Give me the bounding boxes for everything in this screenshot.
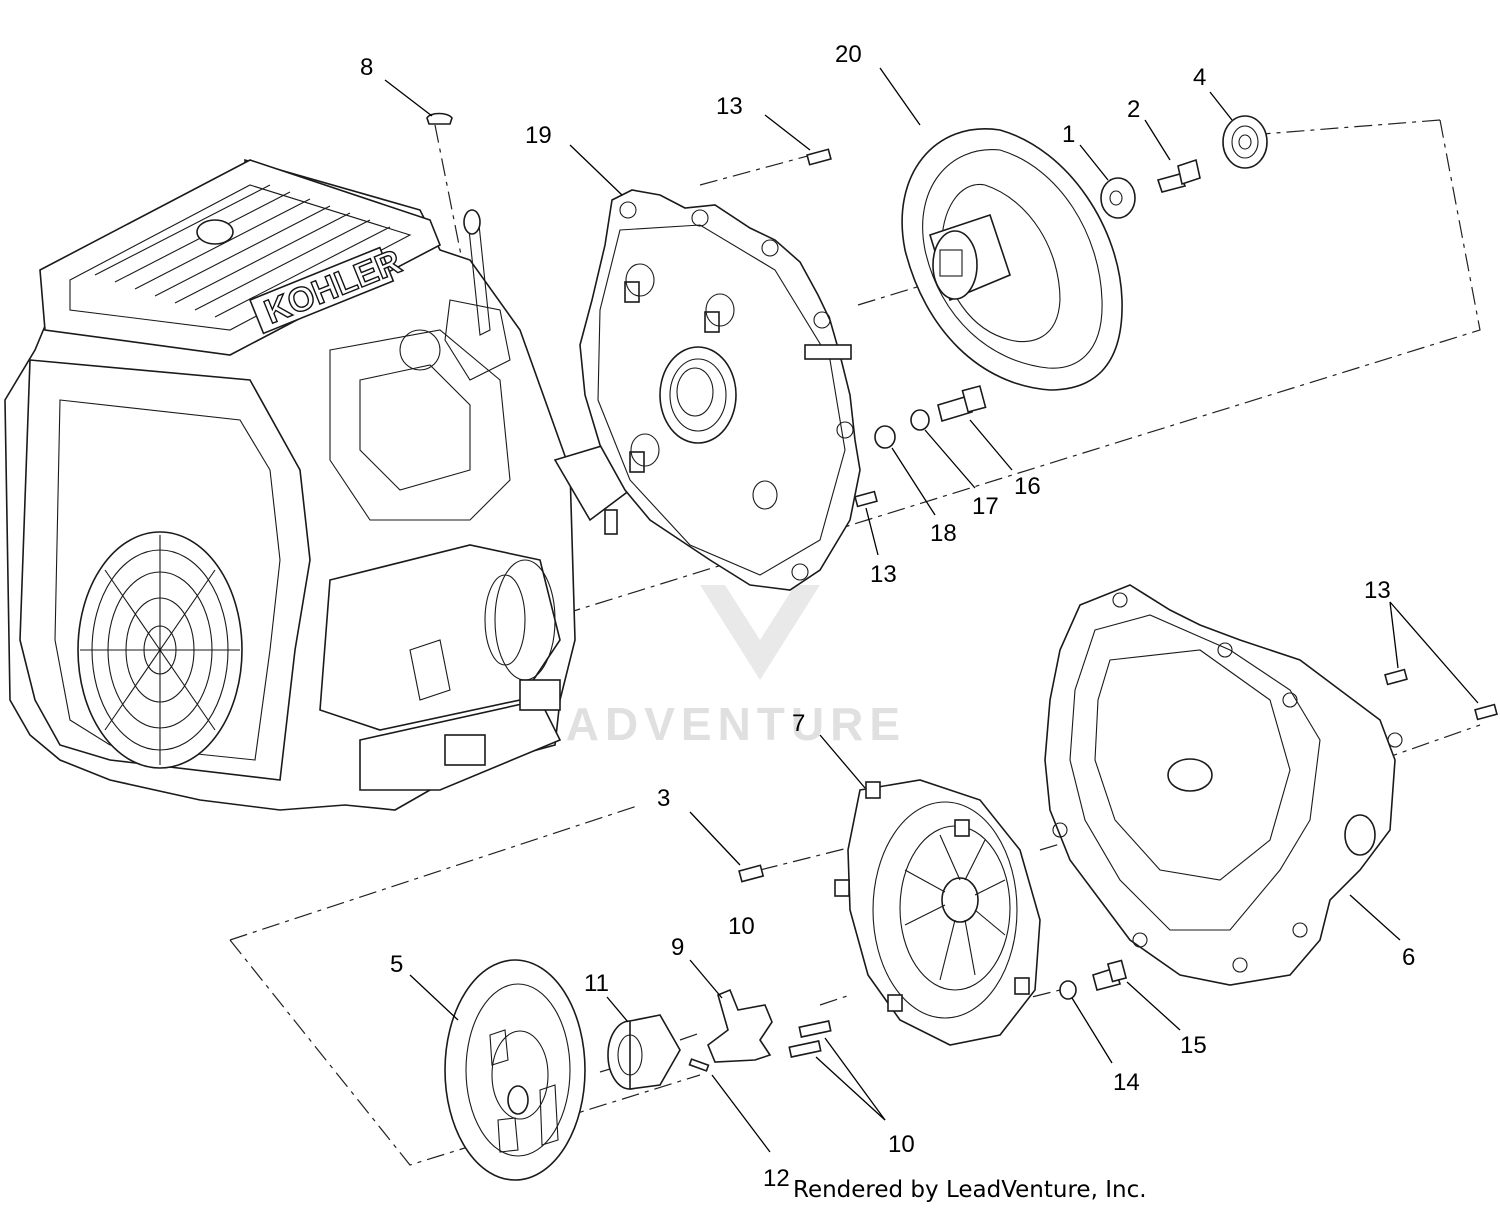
callout-17: 17: [972, 493, 999, 520]
callout-8: 8: [360, 54, 373, 81]
part-12-pin: [688, 1058, 710, 1072]
part-15-bolt: [1092, 959, 1128, 991]
callout-5: 5: [390, 951, 403, 978]
part-19-adapter-plate: [579, 189, 861, 591]
part-18-flat-washer: [874, 425, 896, 449]
callout-1: 1: [1062, 121, 1075, 148]
watermark-text: LEADVENTURE: [495, 698, 906, 750]
part-6-bell-housing: [1044, 584, 1403, 986]
callout-7: 7: [792, 710, 805, 737]
part-7-pressure-plate: [834, 779, 1041, 1046]
part-3-pin: [738, 864, 765, 883]
part-9-release-fork: [707, 988, 773, 1063]
callout-16: 16: [1014, 473, 1041, 500]
part-13-pin-right-a: [1384, 668, 1408, 686]
callout-13-mid: 13: [870, 561, 897, 588]
part-5-clutch-disc: [444, 959, 586, 1181]
part-16-bolt: [937, 385, 987, 423]
callout-labels: 8 13 19 20 1 2 4 16 17 18 13 13 7 3 10 9…: [360, 41, 1415, 1192]
callout-14: 14: [1113, 1069, 1140, 1096]
callout-18: 18: [930, 520, 957, 547]
part-1-washer: [1100, 177, 1136, 219]
flywheel-screen: [77, 531, 243, 769]
part-10-pin-b: [788, 1040, 822, 1058]
callout-2: 2: [1127, 96, 1140, 123]
callout-19: 19: [525, 122, 552, 149]
part-13-pin-mid: [854, 490, 878, 508]
callout-10-upper: 10: [728, 913, 755, 940]
part-10-pin-a: [798, 1020, 832, 1038]
part-14-washer: [1059, 980, 1077, 1000]
callout-11: 11: [584, 970, 609, 997]
callout-13-right: 13: [1364, 577, 1391, 604]
callout-4: 4: [1193, 64, 1206, 91]
part-17-lock-washer: [910, 409, 930, 431]
callout-6: 6: [1402, 944, 1415, 971]
part-2-bolt: [1156, 158, 1201, 193]
render-credit: Rendered by LeadVenture, Inc.: [793, 1177, 1147, 1203]
callout-20: 20: [835, 41, 862, 68]
callout-12: 12: [763, 1165, 790, 1192]
part-13-pin-top: [806, 148, 832, 166]
callout-3: 3: [657, 785, 670, 812]
callout-10-lower: 10: [888, 1131, 915, 1158]
callout-15: 15: [1180, 1032, 1207, 1059]
part-20-flywheel-hub: [901, 128, 1123, 391]
air-cleaner-ribs: [94, 184, 391, 318]
part-4-bearing: [1222, 115, 1268, 169]
callout-9: 9: [671, 934, 684, 961]
engine-assembly: KOHLER: [4, 158, 632, 811]
part-13-pin-right-b: [1474, 703, 1498, 721]
leader-lines: [384, 67, 1479, 1153]
part-8-dipstick-cap: [426, 112, 453, 125]
pressure-plate-fingers: [904, 834, 1006, 981]
callout-13-top: 13: [716, 93, 743, 120]
part-11-release-bearing: [607, 1014, 681, 1090]
